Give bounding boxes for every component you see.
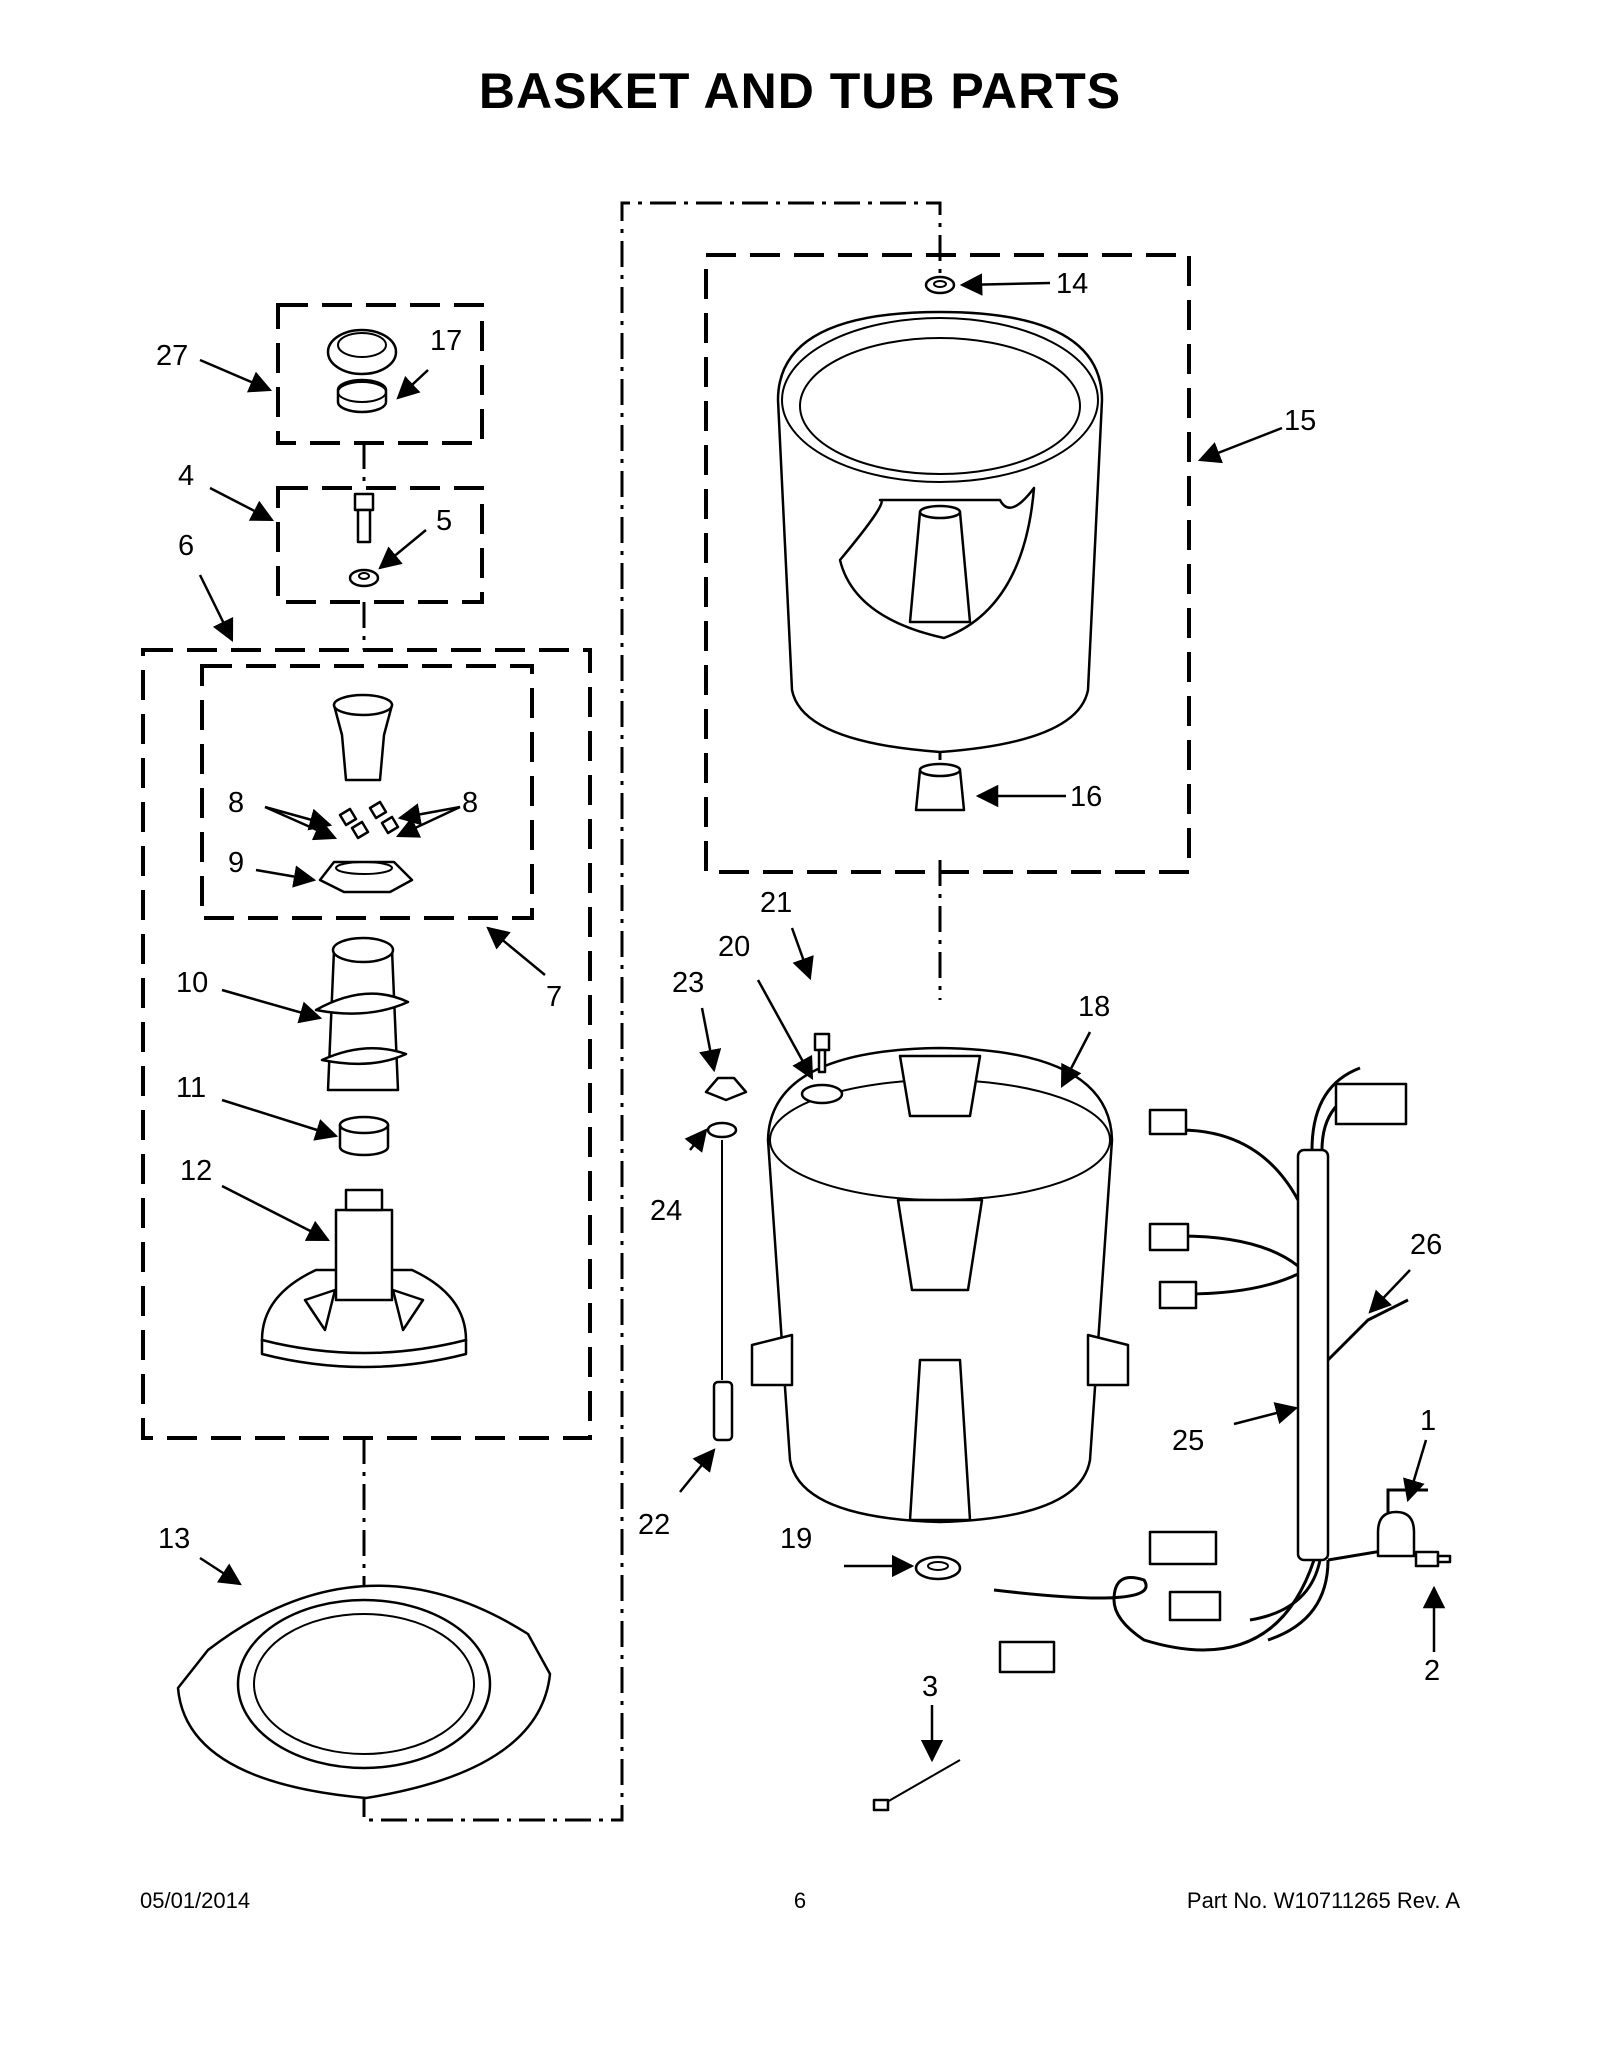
leader-arrows: [198, 273, 1446, 1763]
callout-7: 7: [546, 981, 562, 1013]
callout-18: 18: [1078, 991, 1110, 1023]
bracket-screw-parts: [800, 1032, 844, 1105]
callout-20: 20: [718, 931, 750, 963]
callout-1: 1: [1420, 1405, 1436, 1437]
page-title: BASKET AND TUB PARTS: [478, 63, 1122, 119]
callout-16: 16: [1070, 781, 1102, 813]
callout-13: 13: [158, 1523, 190, 1555]
callout-2: 2: [1424, 1655, 1440, 1687]
callout-23: 23: [672, 967, 704, 999]
outer-tub-part: [750, 1046, 1130, 1524]
callout-14: 14: [1056, 268, 1088, 300]
dog-parts: [338, 800, 400, 840]
bolt-part: [348, 492, 380, 588]
footer-part-number: Part No. W10711265 Rev. A: [1186, 1888, 1460, 1913]
tub-ring-part: [176, 1584, 552, 1800]
clamp-screw-parts: [1376, 1510, 1452, 1568]
callout-8b: 8: [462, 787, 478, 819]
callout-24: 24: [650, 1195, 682, 1227]
callout-9: 9: [228, 847, 244, 879]
callout-22: 22: [638, 1509, 670, 1541]
tub-seal-part: [914, 1555, 962, 1581]
callout-6: 6: [178, 530, 194, 562]
suspension-rod-part: [704, 1076, 748, 1442]
knob-cap-part: [326, 328, 398, 414]
bearing-part: [338, 1115, 390, 1157]
callout-26: 26: [1410, 1229, 1442, 1261]
callout-15: 15: [1284, 405, 1316, 437]
cam-part: [332, 693, 394, 782]
callout-19: 19: [780, 1523, 812, 1555]
box-cam-kit: [200, 664, 534, 920]
footer-date: 05/01/2014: [140, 1888, 251, 1913]
box-agitator-assembly: [141, 648, 592, 1440]
dog-retainer-part: [318, 860, 414, 894]
callout-27: 27: [156, 340, 188, 372]
callout-12: 12: [180, 1155, 212, 1187]
callout-25: 25: [1172, 1425, 1204, 1457]
callout-5: 5: [436, 505, 452, 537]
callout-11: 11: [176, 1072, 206, 1104]
wire-harness-part: [993, 1066, 1428, 1674]
box-basket: [704, 253, 1191, 874]
basket-nut-part: [924, 275, 956, 295]
auger-part: [314, 936, 410, 1092]
callout-17: 17: [430, 325, 462, 357]
box-bolt-assembly: [276, 486, 484, 604]
box-knob-assembly: [276, 303, 484, 445]
drive-hub-part: [914, 762, 966, 812]
callout-8a: 8: [228, 787, 244, 819]
probe-part: [872, 1759, 961, 1812]
agitator-base-part: [260, 1188, 468, 1369]
callout-21: 21: [760, 887, 792, 919]
callout-10: 10: [176, 967, 208, 999]
basket-part: [776, 310, 1104, 754]
callout-3: 3: [922, 1671, 938, 1703]
callout-4: 4: [178, 460, 194, 492]
footer-page-number: 6: [793, 1888, 807, 1913]
centerline-connector: [362, 201, 942, 1822]
